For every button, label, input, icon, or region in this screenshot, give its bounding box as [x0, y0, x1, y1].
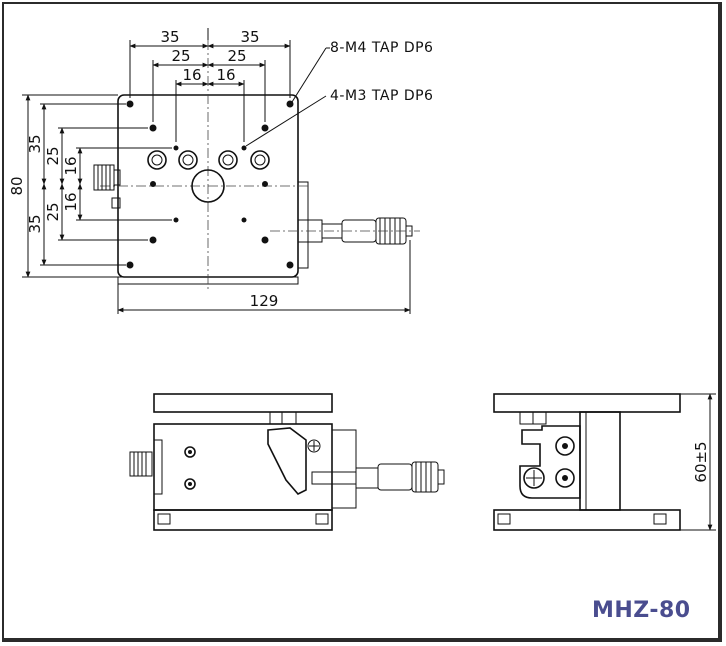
- front-micrometer-spindle: [311, 471, 357, 485]
- end-top-plate: [493, 393, 681, 413]
- dim-25-top: 25: [44, 146, 62, 165]
- m4-leader-line: [291, 47, 327, 103]
- m3-tap-holes: [173, 145, 247, 223]
- m4-tap-callout: 8-M4 TAP DP6: [330, 40, 433, 56]
- dim-35-top: 35: [26, 134, 44, 153]
- end-bracket: [519, 425, 581, 499]
- m4-tap-holes: [126, 100, 294, 269]
- end-base: [493, 509, 681, 531]
- dim-16-top: 16: [62, 156, 80, 175]
- dim-25-bottom: 25: [44, 202, 62, 221]
- dim-60: 60±5: [692, 441, 710, 482]
- dim-16-left: 16: [182, 66, 201, 84]
- front-view: [129, 393, 445, 531]
- model-label: MHZ-80: [592, 598, 691, 623]
- end-view: 60±5: [493, 393, 716, 531]
- front-top-plate: [153, 393, 333, 413]
- base-outline: [298, 181, 309, 269]
- lock-knob: [93, 164, 121, 209]
- end-micrometer-circle: [523, 467, 545, 489]
- dim-16-right: 16: [216, 66, 235, 84]
- dim-35-bottom: 35: [26, 214, 44, 233]
- m3-leader-line: [245, 95, 327, 147]
- front-base: [153, 509, 333, 531]
- counterbore-holes: [147, 150, 270, 170]
- center-boss: [191, 169, 225, 203]
- side-dimension-lines: [22, 94, 172, 278]
- dim-80: 80: [8, 176, 26, 195]
- top-view: 35 35 25 25 16 16 8-M4 TAP DP6 4-M3 TAP …: [8, 28, 433, 314]
- dim-35-right: 35: [240, 28, 259, 46]
- dim-35-left: 35: [160, 28, 179, 46]
- front-lock-knob: [129, 451, 153, 477]
- dim-16-bottom: 16: [62, 192, 80, 211]
- top-dimension-lines: [129, 28, 291, 142]
- dim-25-right: 25: [227, 47, 246, 65]
- m3-tap-callout: 4-M3 TAP DP6: [330, 88, 433, 104]
- dim-25-left: 25: [171, 47, 190, 65]
- micrometer-top: [270, 217, 420, 245]
- lock-lever: [267, 427, 307, 495]
- dim-129: 129: [250, 292, 279, 310]
